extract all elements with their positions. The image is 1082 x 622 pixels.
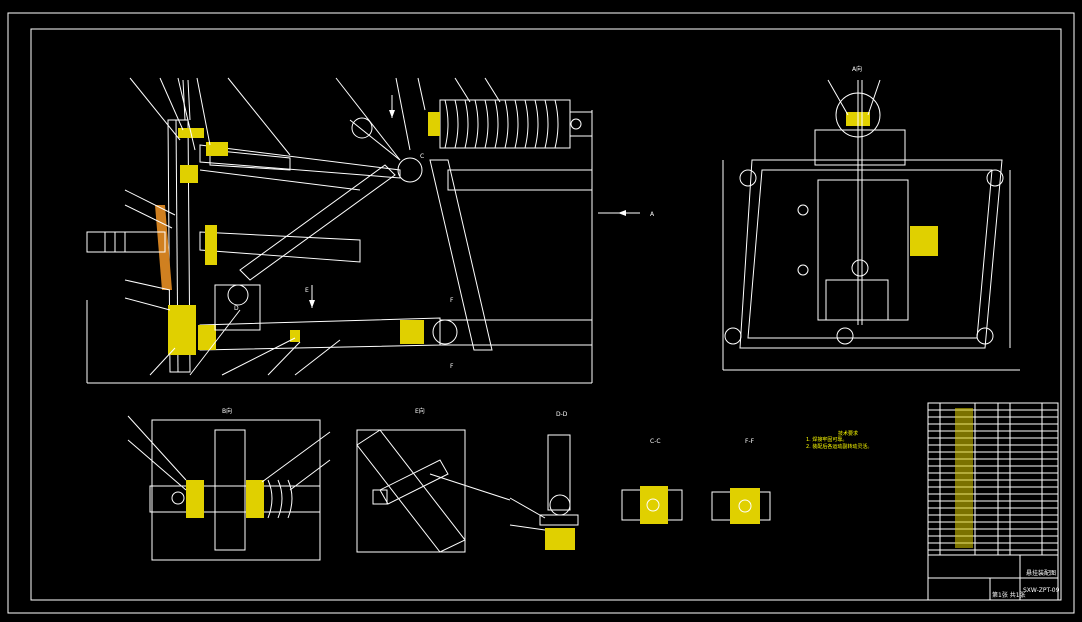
main-c-label: C: [420, 153, 424, 160]
main-e-label: E: [305, 287, 309, 294]
section-ff-view: F-F: [711, 438, 771, 524]
section-dd-title: D-D: [556, 411, 568, 418]
side-view-title: A向: [852, 65, 862, 73]
notes-line-2: 2. 装配后各运动副转动灵活。: [806, 443, 872, 450]
drawing-name: 悬挂装配图: [1026, 569, 1056, 577]
parts-list-table: [927, 402, 1059, 601]
section-cc-title: C-C: [650, 438, 661, 445]
detail-b-view: B向: [127, 407, 331, 561]
coil-spring: [428, 99, 593, 149]
detail-b-title: B向: [222, 407, 232, 415]
detail-e-title: E向: [415, 407, 425, 415]
main-view: A E C D F F: [86, 77, 655, 384]
section-ff-title: F-F: [745, 438, 755, 445]
outer-frame: [7, 12, 1075, 614]
arrow-a-label: A: [650, 211, 655, 218]
section-cc-view: C-C: [621, 438, 683, 524]
sheet-label: 第1张 共1张: [992, 591, 1026, 599]
notes-title: 技术要求: [838, 430, 858, 437]
section-dd-view: D-D: [509, 411, 579, 550]
title-block: 悬挂装配图 SXW-ZPT-09 第1张 共1张: [928, 554, 1060, 600]
detail-e-view: E向: [356, 407, 511, 553]
drawing-number: SXW-ZPT-09: [1023, 587, 1060, 594]
notes-line-1: 1. 焊接牢固可靠。: [806, 436, 847, 443]
main-d-label: D: [234, 305, 239, 312]
main-f-label: F: [450, 297, 454, 304]
technical-notes: 技术要求 1. 焊接牢固可靠。 2. 装配后各运动副转动灵活。: [806, 430, 872, 450]
inner-frame: [30, 28, 1062, 601]
side-view: A向: [722, 65, 1020, 371]
main-f-label-bottom: F: [450, 363, 454, 370]
